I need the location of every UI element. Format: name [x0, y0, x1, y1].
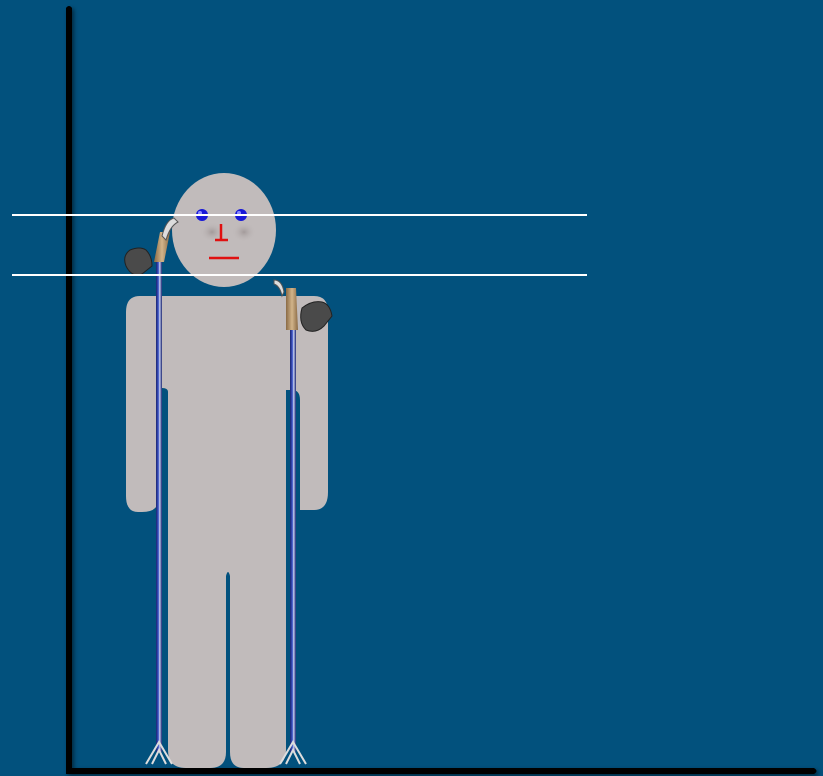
measurement-lines: [12, 215, 587, 275]
right-pole-grip: [286, 288, 298, 330]
right-pole-strap: [274, 280, 284, 296]
y-axis: [66, 6, 72, 770]
figure-head: [172, 173, 276, 287]
x-axis: [66, 768, 817, 774]
left-pole-shaft: [156, 262, 162, 752]
right-cheek: [232, 222, 256, 242]
left-glove-icon: [125, 248, 152, 275]
right-pole-shaft: [290, 330, 296, 752]
